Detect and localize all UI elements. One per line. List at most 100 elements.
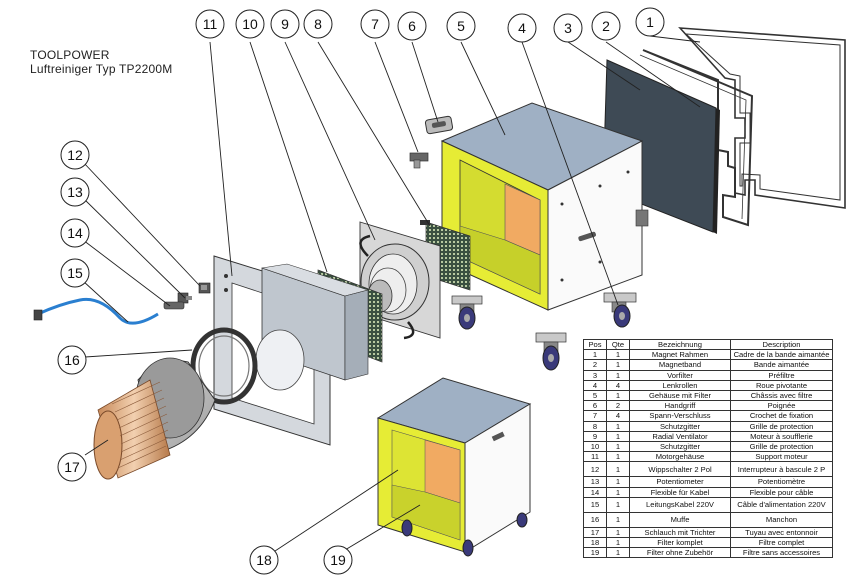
cell-bezeichnung: Radial Ventilator xyxy=(629,430,731,443)
model-title: Luftreiniger Typ TP2200M xyxy=(30,62,173,76)
cell-bezeichnung: Wippschalter 2 Pol xyxy=(629,461,731,478)
cell-pos: 3 xyxy=(583,369,607,381)
sleeve-part xyxy=(190,327,258,405)
callout-4: 4 xyxy=(507,13,537,43)
callout-circle xyxy=(195,9,225,39)
callout-label: 3 xyxy=(564,20,572,36)
cell-bezeichnung: LeitungsKabel 220V xyxy=(629,496,731,513)
cell-description: Interrupteur à bascule 2 P xyxy=(730,461,833,478)
parts-table-header: Pos Qte Bezeichnung Description xyxy=(583,338,833,351)
callout-label: 19 xyxy=(330,552,346,568)
housing-with-filter-part xyxy=(440,102,649,311)
callout-circle xyxy=(249,545,279,575)
cell-qte: 2 xyxy=(606,400,630,412)
callout-1: 1 xyxy=(635,7,665,37)
cable-flexible-part xyxy=(163,301,185,310)
cell-qte: 1 xyxy=(606,511,630,528)
cell-pos: 16 xyxy=(583,511,607,528)
callout-label: 6 xyxy=(408,18,416,34)
cell-bezeichnung: Schutzgitter xyxy=(629,441,731,453)
callout-label: 16 xyxy=(64,352,80,368)
callout-label: 5 xyxy=(457,18,465,34)
header-description: Description xyxy=(730,338,833,351)
callout-13: 13 xyxy=(60,177,90,207)
callout-12: 12 xyxy=(60,140,90,170)
callout-circle xyxy=(635,7,665,37)
callout-3: 3 xyxy=(553,13,583,43)
leader-lines xyxy=(82,35,701,554)
callout-circle xyxy=(235,9,265,39)
cell-qte: 1 xyxy=(606,369,630,381)
cell-qte: 1 xyxy=(606,420,630,432)
cell-description: Tuyau avec entonnoir xyxy=(730,526,833,539)
callout-circle xyxy=(60,218,90,248)
cell-description: Poignée xyxy=(730,400,833,412)
cell-bezeichnung: Handgriff xyxy=(629,400,731,412)
cell-description: Préfiltre xyxy=(730,369,833,381)
casters-part xyxy=(451,292,637,371)
cell-qte: 1 xyxy=(606,349,630,361)
cell-bezeichnung: Lenkrollen xyxy=(629,379,731,392)
callout-label: 14 xyxy=(67,225,83,241)
cell-qte: 1 xyxy=(606,526,630,539)
motor-housing-part xyxy=(213,255,370,446)
cell-pos: 15 xyxy=(583,496,607,513)
callout-label: 10 xyxy=(242,16,258,32)
cell-description: Roue pivotante xyxy=(730,379,833,392)
cell-bezeichnung: Schlauch mit Trichter xyxy=(629,526,731,539)
cell-pos: 19 xyxy=(583,547,607,559)
cell-pos: 2 xyxy=(583,359,607,371)
cell-qte: 1 xyxy=(606,547,630,559)
cell-pos: 10 xyxy=(583,441,607,453)
handle-part xyxy=(424,115,454,135)
cell-qte: 1 xyxy=(606,537,630,549)
callout-label: 8 xyxy=(314,16,322,32)
cell-qte: 1 xyxy=(606,496,630,513)
cell-description: Manchon xyxy=(730,511,833,528)
cell-pos: 11 xyxy=(583,451,607,463)
callout-16: 16 xyxy=(57,345,87,375)
cell-description: Grille de protection xyxy=(730,420,833,432)
cell-description: Cadre de la bande aimantée xyxy=(730,349,833,361)
cell-description: Châssis avec filtre xyxy=(730,390,833,402)
callout-circle xyxy=(60,258,90,288)
hose-with-funnel-part xyxy=(93,357,216,480)
cell-description: Grille de protection xyxy=(730,441,833,453)
cell-pos: 17 xyxy=(583,526,607,539)
callout-8: 8 xyxy=(303,9,333,39)
cell-pos: 6 xyxy=(583,400,607,412)
brand-title: TOOLPOWER xyxy=(30,48,110,62)
clamp-part xyxy=(409,152,429,169)
callout-label: 12 xyxy=(67,147,83,163)
callout-label: 15 xyxy=(67,265,83,281)
callout-15: 15 xyxy=(60,258,90,288)
callout-9: 9 xyxy=(270,9,300,39)
cell-description: Filtre complet xyxy=(730,537,833,549)
header-pos: Pos xyxy=(583,338,607,351)
cell-bezeichnung: Filter komplet xyxy=(629,537,731,549)
callout-circle xyxy=(303,9,333,39)
callout-circle xyxy=(323,545,353,575)
cell-description: Bande aimantée xyxy=(730,359,833,371)
callout-circle xyxy=(446,11,476,41)
cell-description: Filtre sans accessoires xyxy=(730,547,833,559)
callout-circle xyxy=(60,177,90,207)
callout-6: 6 xyxy=(397,11,427,41)
callout-label: 1 xyxy=(646,14,654,30)
cell-pos: 9 xyxy=(583,430,607,443)
callout-circle xyxy=(57,452,87,482)
